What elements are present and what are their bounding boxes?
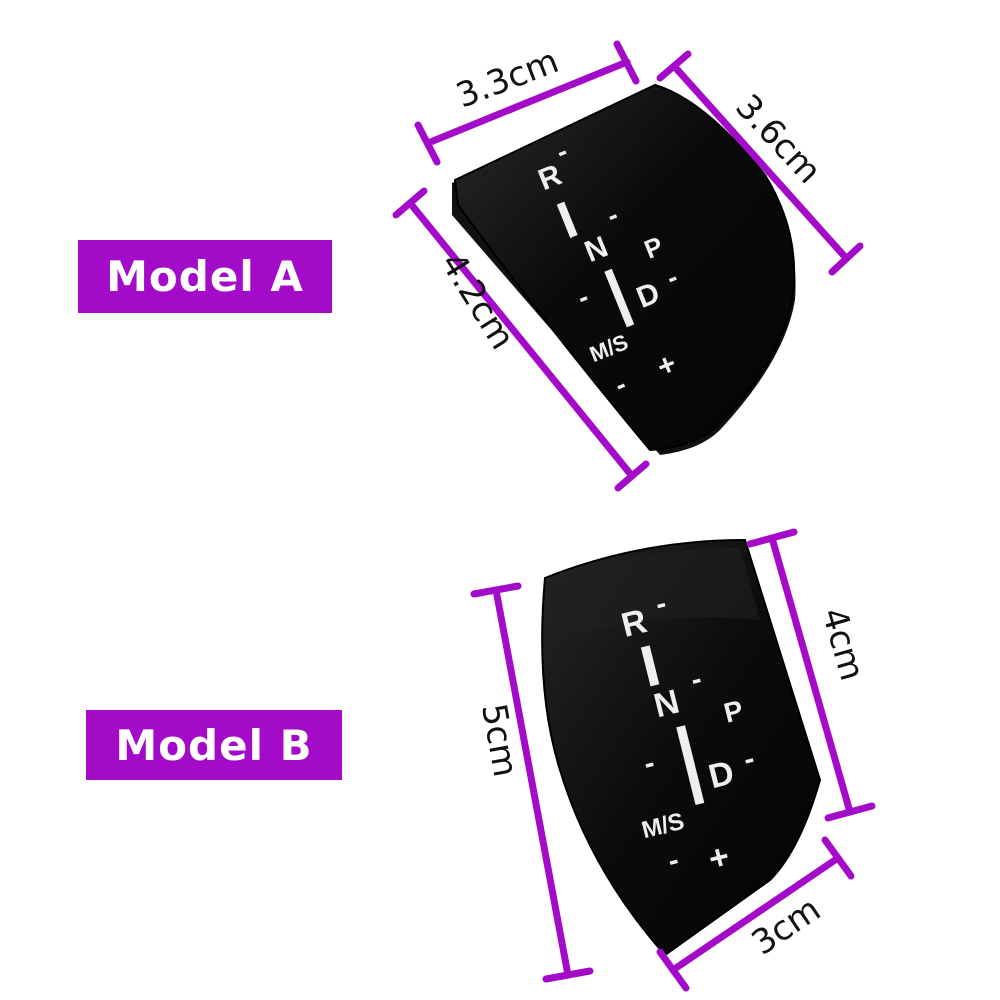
model-a-dim-top: [414, 40, 640, 166]
model-a-divider-1: [556, 201, 578, 239]
model-b-dim-right-label: 4cm: [813, 603, 872, 685]
model-a-dim-left: [392, 187, 650, 492]
model-a-dim-right: [656, 50, 864, 276]
model-b-dim-right: [746, 528, 876, 822]
model-a-dim-top-label: 3.3cm: [451, 41, 564, 116]
model-b-dim-bottom: [656, 836, 855, 992]
model-b-shift-line: [676, 725, 705, 805]
model-a-shift-line: [604, 268, 635, 328]
model-b-dim-bottom-label: 3cm: [745, 889, 828, 963]
model-a-label: Model A: [78, 240, 332, 313]
model-b-label: Model B: [86, 710, 342, 780]
model-b-knob-cover: R - N - D - P M/S - + -: [541, 538, 822, 957]
model-b-dim-left: [470, 582, 594, 983]
model-b-divider-1: [640, 645, 660, 687]
model-a-knob-cover: R - N - D - P M/S - + -: [452, 83, 796, 455]
